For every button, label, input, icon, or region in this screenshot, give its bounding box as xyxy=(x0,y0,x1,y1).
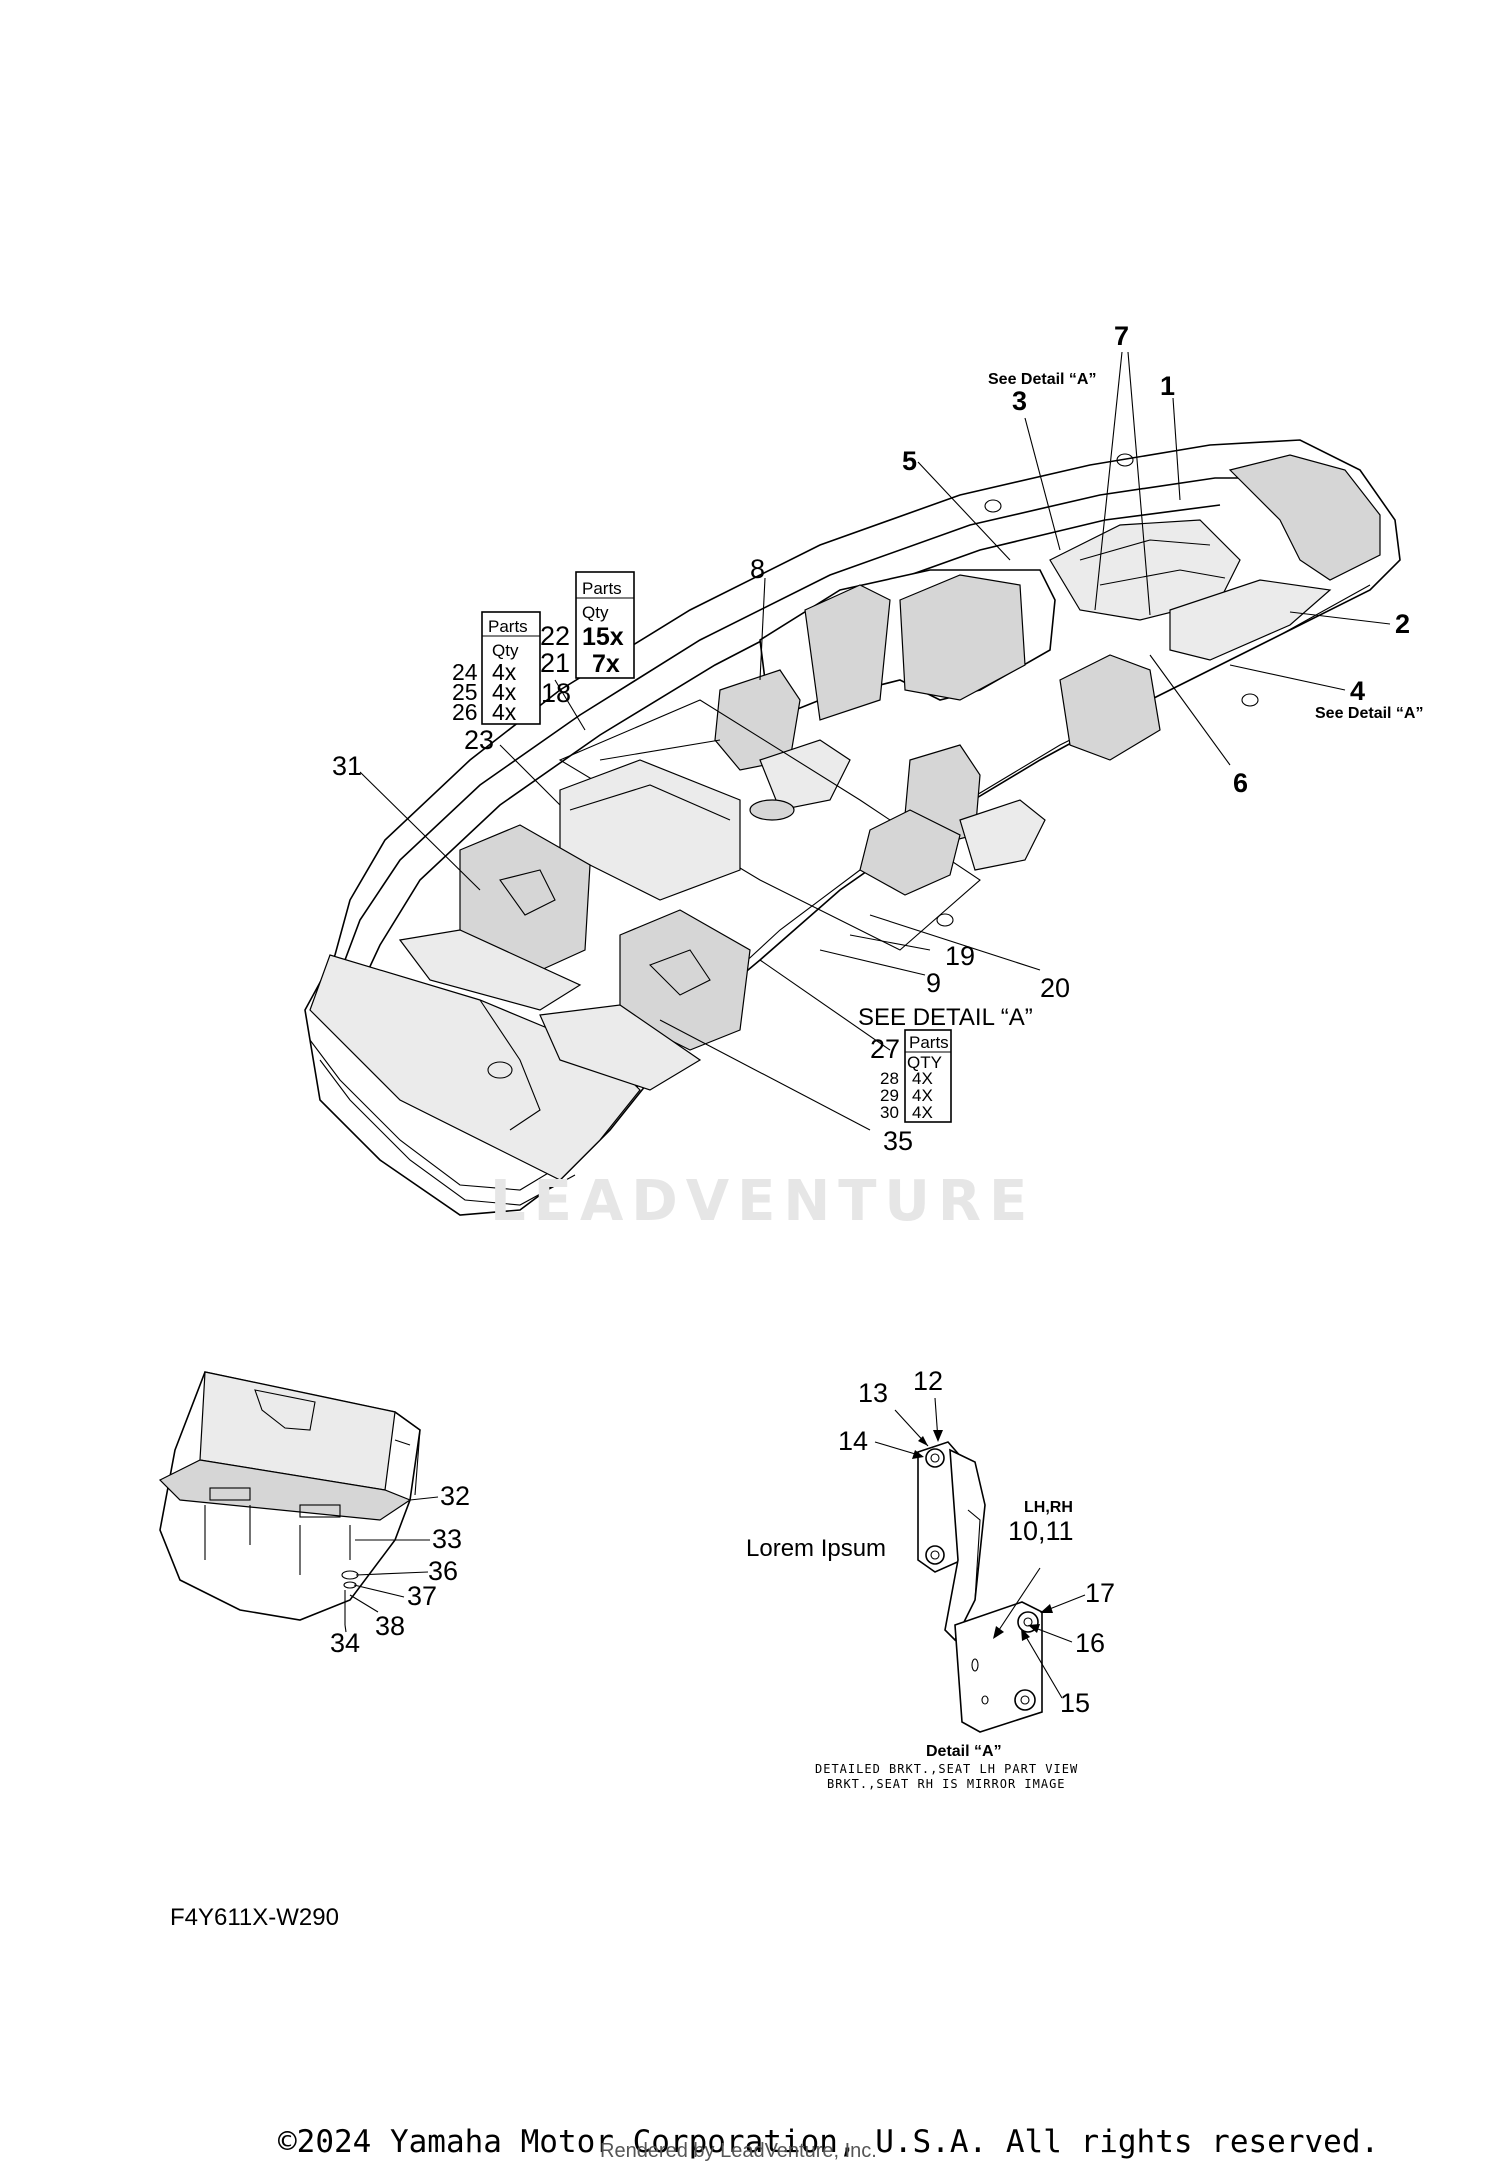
qty-row-part: 25 xyxy=(452,679,478,705)
callout-16: 16 xyxy=(1075,1628,1105,1658)
detail-a-caption-line1: DETAILED BRKT.,SEAT LH PART VIEW xyxy=(815,1762,1078,1776)
callout-27: 27 xyxy=(870,1034,900,1064)
qty-table-header-parts: Parts xyxy=(582,579,622,598)
note-see-detail-4: See Detail “A” xyxy=(1315,705,1423,722)
callout-13: 13 xyxy=(858,1378,888,1408)
leader-lines-boat xyxy=(359,351,1391,1131)
qty-row-qty: 4X xyxy=(912,1086,933,1105)
detail-a-caption-line2: BRKT.,SEAT RH IS MIRROR IMAGE xyxy=(827,1777,1066,1791)
qty-row-part: 24 xyxy=(452,659,478,685)
qty-row-qty: 4X xyxy=(912,1103,933,1122)
callout-36: 36 xyxy=(428,1556,458,1586)
callout-31: 31 xyxy=(332,751,362,781)
callout-2: 2 xyxy=(1395,609,1410,639)
qty-row-part: 30 xyxy=(880,1103,899,1122)
seat-underside-detail: 32 33 36 37 38 34 xyxy=(158,1371,470,1658)
note-see-detail-3: See Detail “A” xyxy=(988,371,1096,388)
callout-20: 20 xyxy=(1040,973,1070,1003)
callout-38: 38 xyxy=(375,1611,405,1641)
qty-table-header-parts: Parts xyxy=(488,617,528,636)
qty-table-header-parts: Parts xyxy=(909,1033,949,1052)
qty-row-part: 29 xyxy=(880,1086,899,1105)
qty-table-21-22: Parts Qty 22 15x 21 7x xyxy=(540,571,635,679)
qty-row-qty: 4x xyxy=(492,699,517,725)
callout-32: 32 xyxy=(440,1481,470,1511)
qty-table-28-30: Parts QTY 28 4X 29 4X 30 4X xyxy=(880,1029,952,1123)
qty-row-qty: 15x xyxy=(582,623,624,651)
qty-row-qty: 4X xyxy=(912,1069,933,1088)
qty-table-header-qty: Qty xyxy=(492,641,519,660)
qty-row-part: 21 xyxy=(540,648,570,678)
drawing-code: F4Y611X-W290 xyxy=(170,1904,339,1931)
detail-a-title: Detail “A” xyxy=(926,1743,1002,1760)
callout-8: 8 xyxy=(750,554,765,584)
watermark-text: LEADVENTURE xyxy=(490,1169,1035,1234)
note-lh-rh: LH,RH xyxy=(1024,1499,1073,1516)
rendered-by-notice: Rendered by LeadVenture, Inc. xyxy=(600,2140,877,2162)
callout-37: 37 xyxy=(407,1581,437,1611)
callout-10-11: 10,11 xyxy=(1008,1516,1074,1546)
qty-row-part: 28 xyxy=(880,1069,899,1088)
callout-12: 12 xyxy=(913,1366,943,1396)
callout-1: 1 xyxy=(1160,371,1175,401)
callout-9: 9 xyxy=(926,968,941,998)
copyright-notice: ©2024 Yamaha Motor Corporation, U.S.A. A… xyxy=(278,2124,1380,2160)
note-see-detail-27: SEE DETAIL “A” xyxy=(858,1004,1033,1031)
qty-row-qty: 7x xyxy=(592,650,620,678)
callout-4: 4 xyxy=(1350,676,1365,706)
callout-23: 23 xyxy=(464,725,494,755)
callout-19: 19 xyxy=(945,941,975,971)
callout-34: 34 xyxy=(330,1628,360,1658)
callout-3: 3 xyxy=(1012,386,1027,416)
boat-illustration xyxy=(304,439,1401,1216)
callout-14: 14 xyxy=(838,1426,868,1456)
qty-row-part: 26 xyxy=(452,699,478,725)
qty-table-header-qty: Qty xyxy=(582,603,609,622)
callout-33: 33 xyxy=(432,1524,462,1554)
callouts-boat: 1 7 See Detail “A” 3 5 2 4 See Detail “A… xyxy=(332,321,1423,1156)
qty-table-24-26: Parts Qty 24 4x 25 4x 26 4x xyxy=(452,611,541,725)
qty-table-header-qty: QTY xyxy=(907,1053,942,1072)
detail-a-bracket: 13 12 14 LH,RH 10,11 Lorem Ipsum 17 16 1… xyxy=(746,1366,1115,1791)
qty-row-part: 22 xyxy=(540,621,570,651)
qty-row-qty: 4x xyxy=(492,659,517,685)
qty-row-qty: 4x xyxy=(492,679,517,705)
callout-6: 6 xyxy=(1233,768,1248,798)
callout-18: 18 xyxy=(541,678,571,708)
callout-5: 5 xyxy=(902,446,917,476)
callout-15: 15 xyxy=(1060,1688,1090,1718)
callout-17: 17 xyxy=(1085,1578,1115,1608)
callout-35: 35 xyxy=(883,1126,913,1156)
callout-7: 7 xyxy=(1114,321,1129,351)
label-lorem-ipsum: Lorem Ipsum xyxy=(746,1535,886,1562)
